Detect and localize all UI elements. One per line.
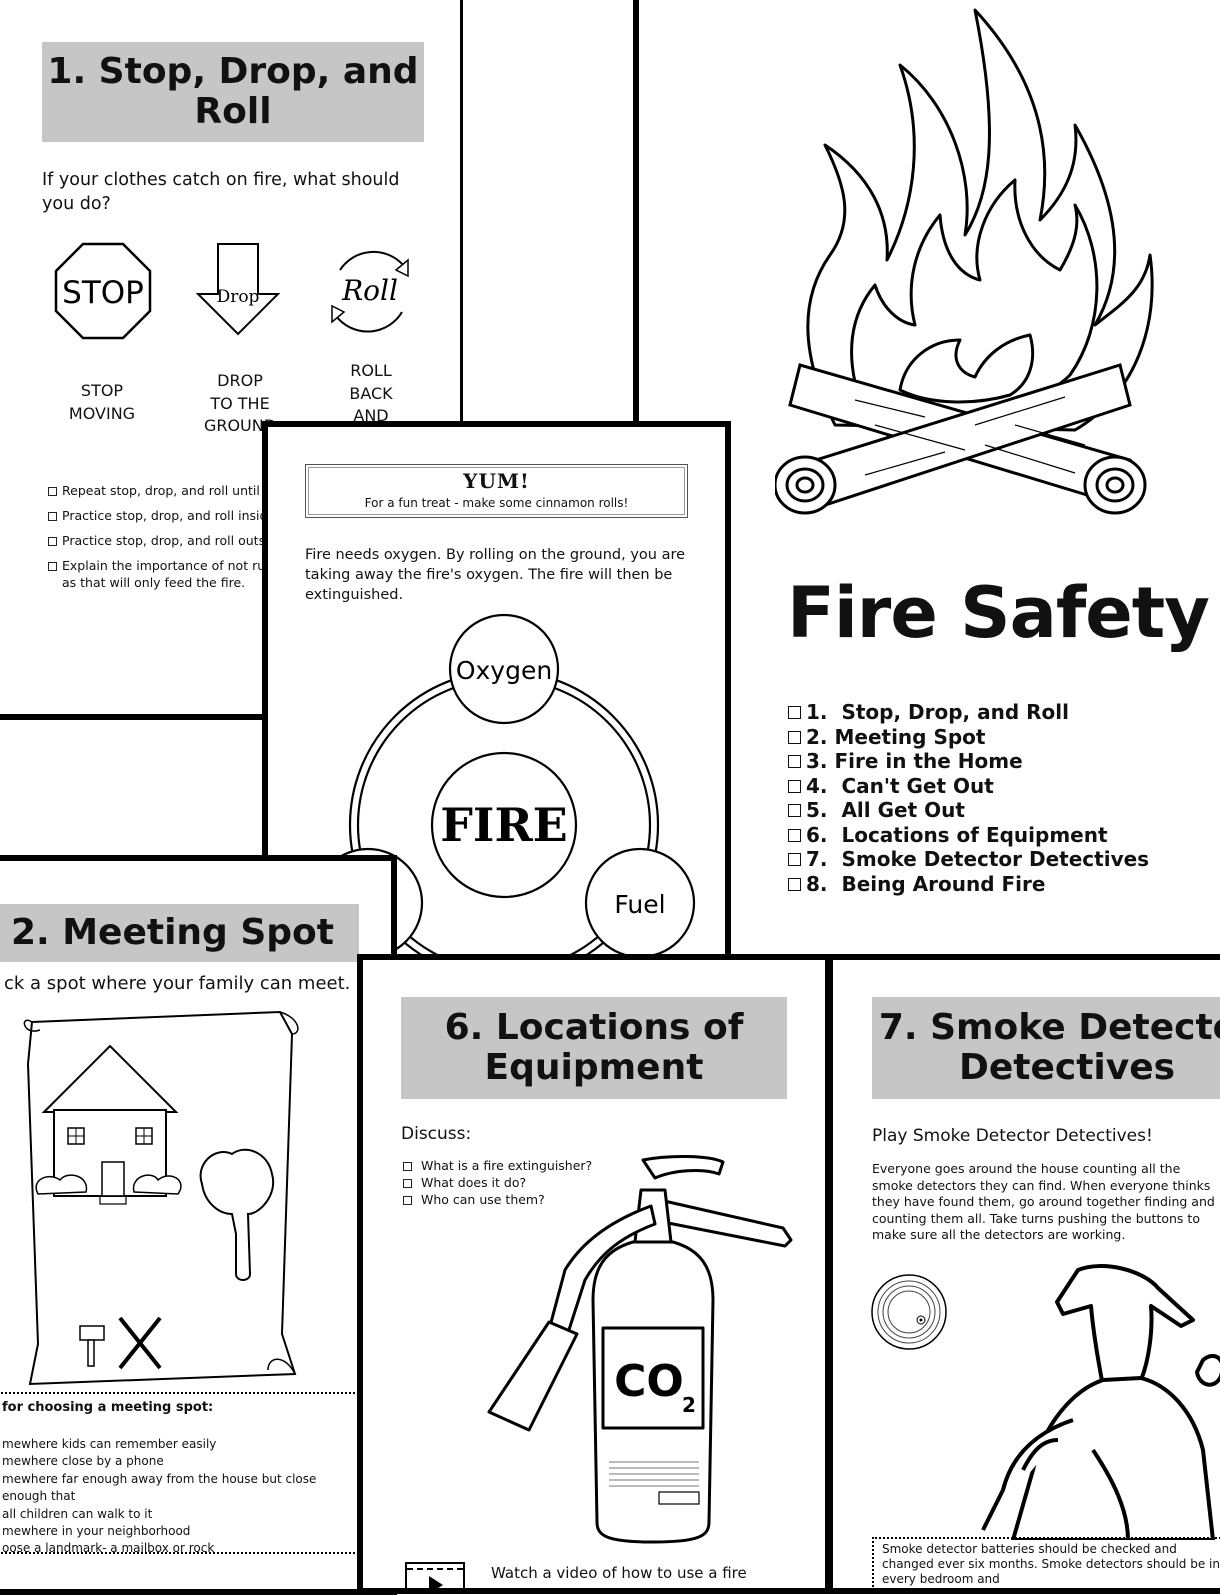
tip-item: mewhere in your neighborhood [2,1524,191,1539]
roll-icon: Roll [331,250,409,333]
subtitle: ck a spot where your family can meet. [4,973,351,994]
checklist-item-continued: as that will only feed the fire. [62,575,246,590]
note-box: Smoke detector batteries should be check… [872,1537,1220,1588]
toc-item: 4. Can't Get Out [788,774,1149,799]
checkbox-icon [788,755,801,768]
smoke-detector-icon [871,1274,947,1350]
tip-item: mewhere close by a phone [2,1454,164,1469]
discuss-label: Discuss: [401,1124,472,1144]
table-of-contents: 1. Stop, Drop, and Roll 2. Meeting Spot … [788,700,1149,896]
question-item: What does it do? [403,1174,592,1191]
page-back-strip [463,0,639,430]
yum-text: For a fun treat - make some cinnamon rol… [364,496,629,510]
body-text: Everyone goes around the house counting … [872,1161,1215,1242]
cover-title: Fire Safety [787,572,1210,654]
checkbox-icon [788,779,801,793]
stop-sign-icon: STOP [54,242,152,340]
svg-text:2: 2 [682,1393,696,1417]
play-label: Play Smoke Detector Detectives! [872,1126,1153,1146]
checklist-item: Practice stop, drop, and roll outsid [48,532,281,549]
checkbox-icon [48,512,57,521]
yum-title: YUM! [463,469,530,493]
tips-list: mewhere kids can remember easily mewhere… [2,1436,357,1558]
tip-item: mewhere kids can remember easily [2,1437,217,1451]
tips-title: for choosing a meeting spot: [2,1400,214,1415]
tips-box: for choosing a meeting spot: mewhere kid… [0,1392,359,1555]
question-item: Who can use them? [403,1191,592,1208]
checkbox-icon [48,562,57,571]
svg-text:FIRE: FIRE [440,798,567,852]
fire-extinguisher-illustration: CO 2 [487,1155,793,1544]
svg-text:STOP: STOP [62,275,144,311]
label-stop-moving: STOP MOVING [68,381,136,423]
checklist-item: Practice stop, drop, and roll inside [48,507,281,524]
checkbox-icon [403,1162,412,1171]
body-text: Fire needs oxygen. By rolling on the gro… [305,547,686,603]
toc-item: 3. Fire in the Home [788,749,1149,774]
checklist-item: Repeat stop, drop, and roll until m [48,482,281,499]
cover-page: Fire Safety [635,0,1220,960]
question-list: What is a fire extinguisher? What does i… [403,1157,592,1208]
label-drop-to-ground: DROP TO THE GROUND [203,371,277,435]
checkbox-icon [48,537,57,546]
drop-arrow-icon: Drop [196,243,280,336]
toc-item: 5. All Get Out [788,798,1149,823]
toc-item: 2. Meeting Spot [788,725,1149,750]
tip-item: mewhere far enough away from the house b… [2,1471,317,1504]
checkbox-icon [788,706,801,719]
detective-illustration [981,1264,1220,1540]
toc-item: 6. Locations of Equipment [788,823,1149,848]
label-roll-back: ROLL BACK AND [349,361,393,425]
checkbox-icon [788,828,801,842]
question-text: If your clothes catch on fire, what shou… [42,170,400,214]
checkbox-icon [403,1196,412,1205]
question-item: What is a fire extinguisher? [403,1157,592,1174]
checklist: Repeat stop, drop, and roll until m Prac… [48,482,281,591]
fire-triangle-diagram: Oxygen FIRE Fuel [312,613,696,975]
svg-text:Fuel: Fuel [614,890,665,919]
map-illustration [23,1010,299,1386]
video-icon [405,1562,465,1588]
svg-text:Oxygen: Oxygen [456,656,552,685]
video-text: Watch a video of how to use a fire [491,1564,747,1582]
campfire-illustration [775,8,1154,515]
svg-text:Roll: Roll [341,274,398,307]
tip-item: all children can walk to it [2,1506,153,1521]
svg-text:CO: CO [614,1356,684,1407]
checkbox-icon [788,804,801,817]
page-heading: 2. Meeting Spot [0,904,359,962]
toc-item: 7. Smoke Detector Detectives [788,847,1149,872]
svg-text:Drop: Drop [217,287,260,307]
toc-item: 1. Stop, Drop, and Roll [788,700,1149,725]
checklist-item: Explain the importance of not runn [48,557,281,574]
checkbox-icon [48,487,57,496]
note-text: Smoke detector batteries should be check… [882,1542,1220,1586]
checkbox-icon [788,853,801,866]
checkbox-icon [403,1179,412,1188]
toc-item: 8. Being Around Fire [788,872,1149,897]
yum-box: YUM! For a fun treat - make some cinnamo… [305,464,688,518]
checkbox-icon [788,730,801,744]
checkbox-icon [788,877,801,891]
tip-item: oose a landmark- a mailbox or rock [2,1541,215,1556]
page-meeting-spot: 2. Meeting Spot ck a spot where your fam… [0,855,397,1595]
